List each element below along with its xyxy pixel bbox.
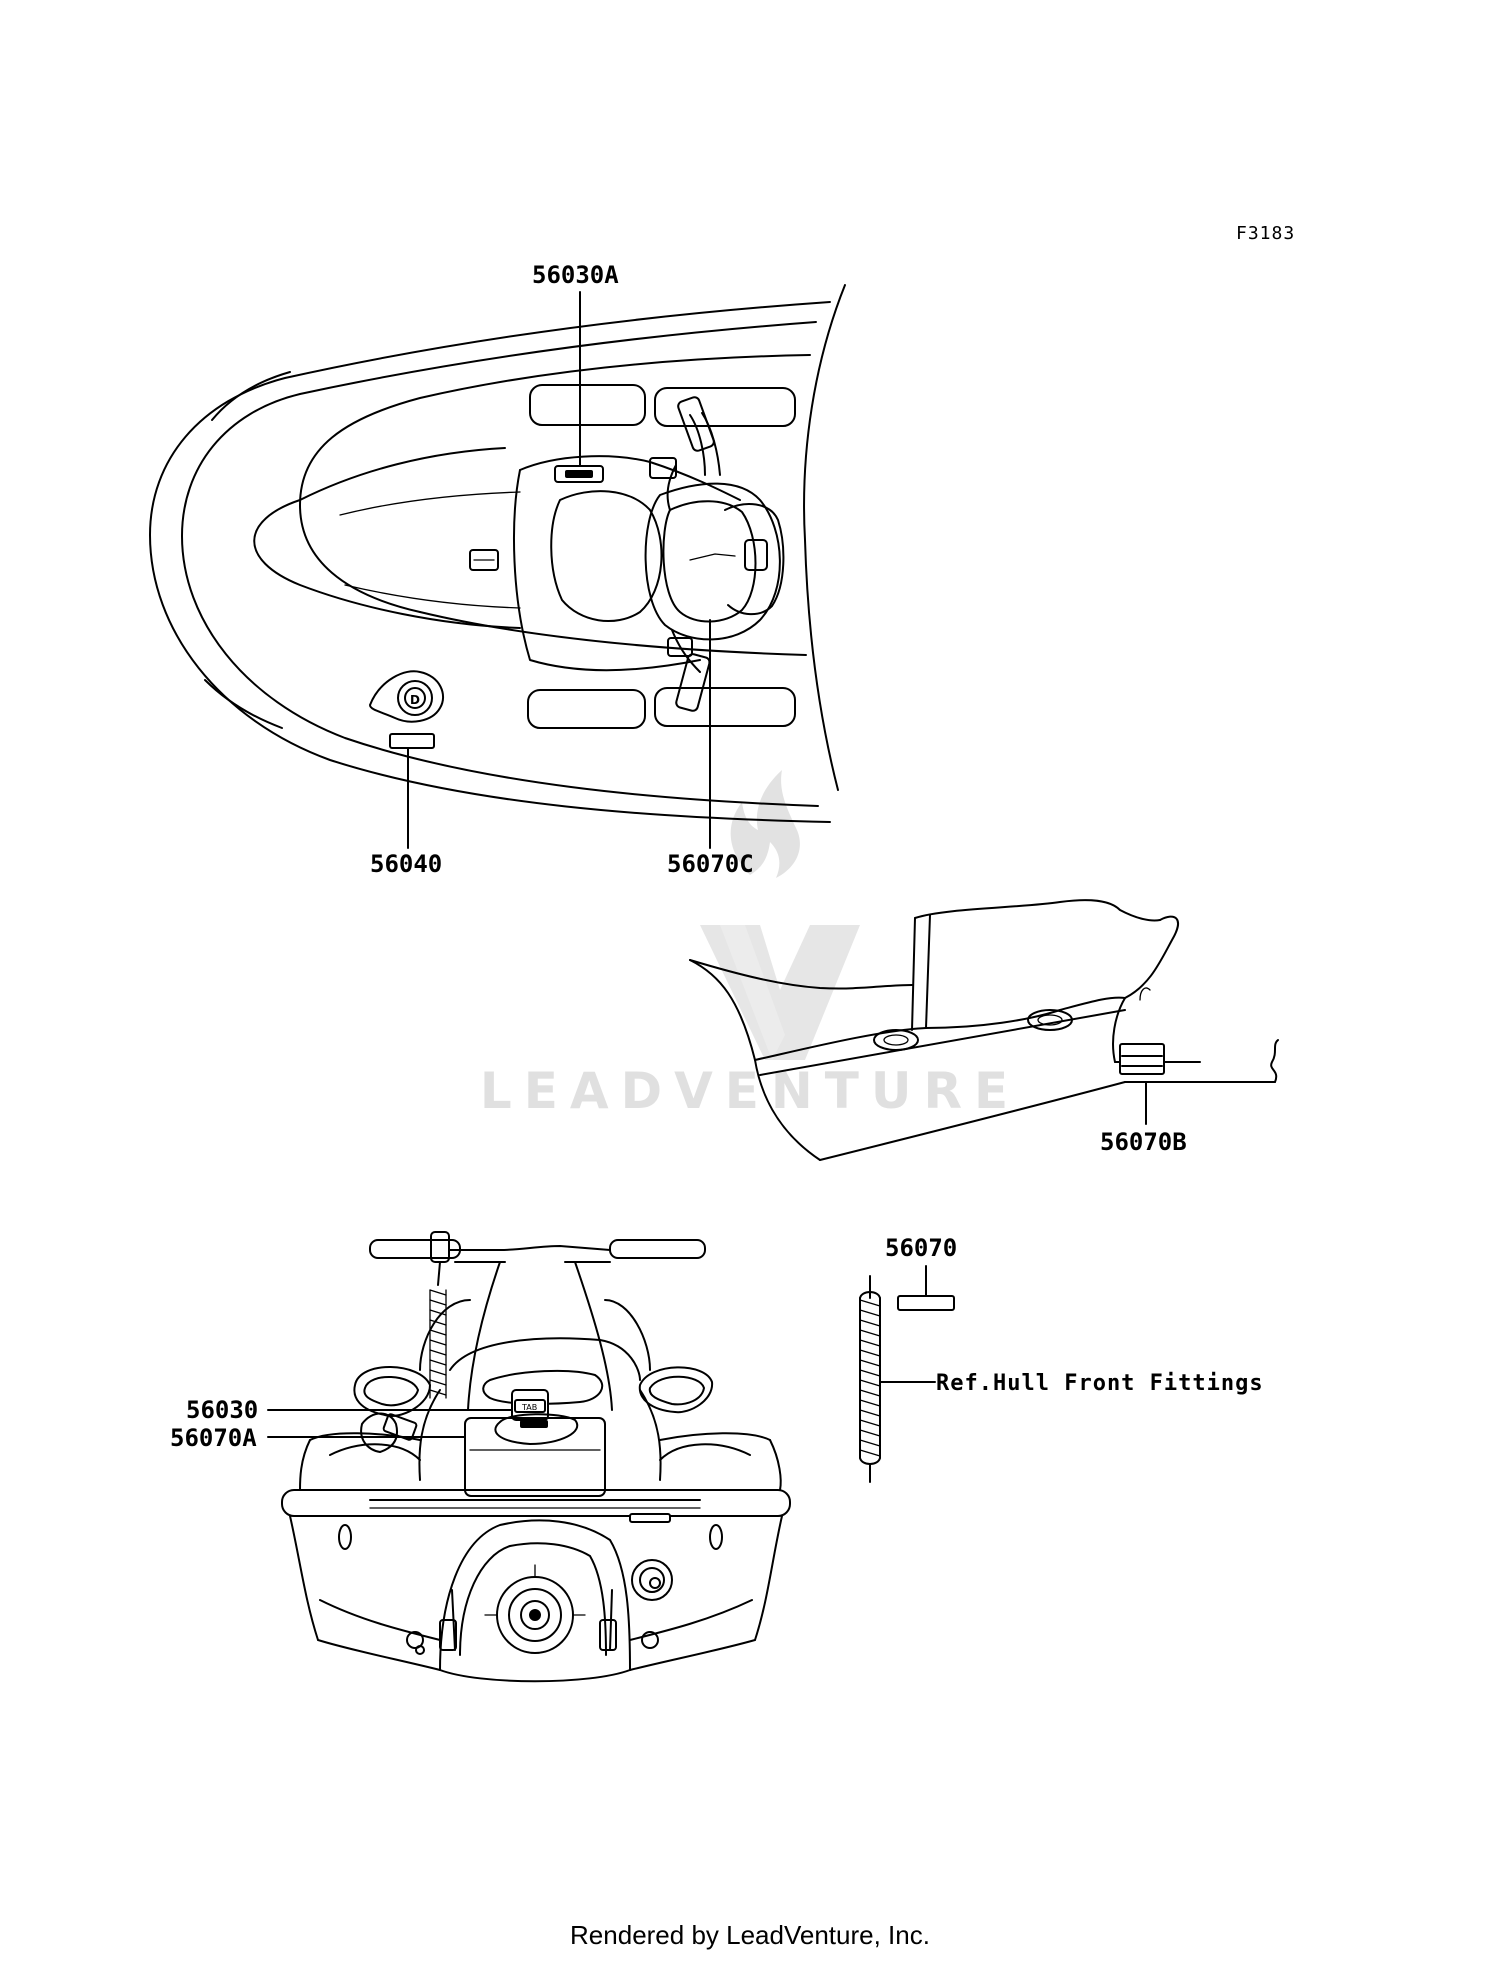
label-56070: 56070	[885, 1234, 957, 1262]
side-view-drawing	[689, 899, 1279, 1161]
label-56070b: 56070B	[1100, 1128, 1187, 1156]
svg-text:D: D	[410, 693, 420, 707]
svg-text:TAB: TAB	[521, 1403, 537, 1412]
rear-view-drawing: TAB	[267, 1231, 791, 1683]
loose-parts-drawing	[859, 1265, 955, 1483]
figure-code: F3183	[1236, 223, 1295, 244]
watermark-text: LEADVENTURE	[480, 1062, 1020, 1120]
watermark: LEADVENTURE	[480, 770, 1020, 1120]
top-view-drawing: D	[149, 284, 846, 849]
rear-coil	[429, 1289, 447, 1399]
label-56070-part	[897, 1295, 955, 1311]
label-56040: 56040	[370, 850, 442, 878]
leadventure-logo-icon	[700, 770, 860, 1060]
label-56070c: 56070C	[667, 850, 754, 878]
label-56070a: 56070A	[170, 1424, 257, 1452]
footer-credit: Rendered by LeadVenture, Inc.	[570, 1920, 930, 1950]
ref-hull-front-fittings: Ref.Hull Front Fittings	[936, 1371, 1264, 1396]
label-56030a: 56030A	[532, 261, 619, 289]
label-56030: 56030	[186, 1396, 258, 1424]
